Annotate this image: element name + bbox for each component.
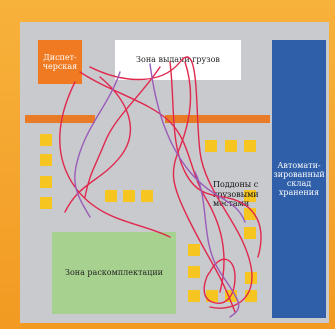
pallet: [40, 176, 52, 188]
cargo-issue-zone: Зона выдачи грузов: [115, 40, 241, 80]
pallet: [245, 290, 257, 302]
automated-storage-label: Автомати-зированный склад хранения: [273, 160, 325, 198]
pallet: [225, 140, 237, 152]
route-path: [59, 81, 171, 238]
pallet: [40, 154, 52, 166]
pallet: [40, 134, 52, 146]
pallet: [206, 290, 218, 302]
route-path: [64, 76, 132, 213]
divider-bar-left: [25, 115, 95, 123]
pallet: [123, 190, 135, 202]
warehouse-floor: Диспет-черская Зона выдачи грузов Автома…: [20, 22, 329, 323]
divider-bar-right: [165, 115, 270, 123]
pallet: [105, 190, 117, 202]
cargo-issue-zone-label: Зона выдачи грузов: [136, 55, 220, 65]
pallet: [188, 290, 200, 302]
automated-storage: Автомати-зированный склад хранения: [272, 40, 326, 318]
pallet: [245, 272, 257, 284]
pallet: [141, 190, 153, 202]
pallet: [205, 140, 217, 152]
route-path: [84, 66, 161, 198]
pallet: [244, 208, 256, 220]
pallets-annotation: Поддоны с грузовыми местами: [213, 180, 259, 209]
pallet: [40, 197, 52, 209]
pallet: [244, 227, 256, 239]
pallet: [244, 140, 256, 152]
pallet: [188, 244, 200, 256]
picking-zone: Зона раскомплектации: [52, 232, 176, 314]
pallet: [188, 266, 200, 278]
dispatch-room: Диспет-черская: [38, 40, 82, 84]
pallet: [225, 290, 237, 302]
picking-zone-label: Зона раскомплектации: [64, 268, 163, 278]
dispatch-room-label: Диспет-черская: [42, 52, 78, 71]
